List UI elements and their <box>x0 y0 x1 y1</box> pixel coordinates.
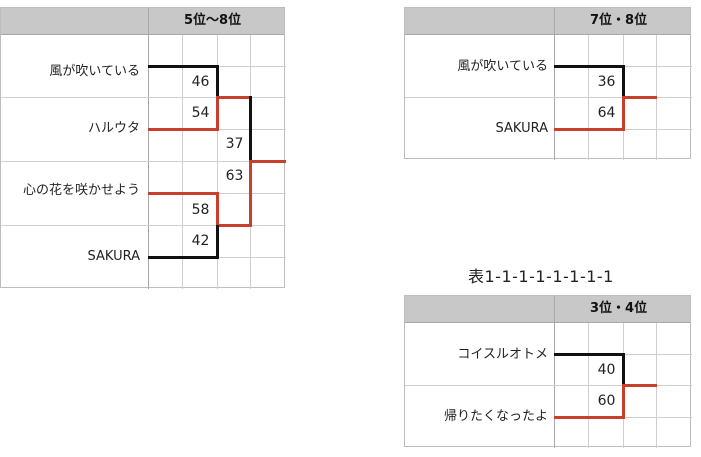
bracket-line-loser <box>622 353 625 386</box>
bracket-5-8: 5位〜8位 風が吹いている ハルウタ 心の花を咲かせよう SAKURA 46 5… <box>0 7 286 289</box>
bracket-title: 5位〜8位 <box>184 13 242 28</box>
score: 63 <box>225 168 244 184</box>
grid-row <box>1 97 286 98</box>
score: 42 <box>191 233 210 249</box>
grid-row <box>405 97 692 98</box>
team-name: SAKURA <box>87 249 140 264</box>
bracket-line-winner <box>554 416 625 419</box>
team-name: コイスルオトメ <box>457 347 548 362</box>
bracket-title: 7位・8位 <box>590 13 648 28</box>
team-name: 風が吹いている <box>457 59 548 74</box>
bracket-line-winner <box>216 96 219 131</box>
bracket-line-winner <box>554 128 625 131</box>
bracket-line-winner <box>216 224 251 227</box>
team-name: 風が吹いている <box>49 64 140 79</box>
bracket-line-winner <box>622 96 657 99</box>
team-name: 帰りたくなったよ <box>443 409 548 424</box>
grid-col <box>182 35 183 289</box>
bracket-line-winner <box>249 160 286 163</box>
team-name: 心の花を咲かせよう <box>22 183 140 198</box>
bracket-line-loser <box>554 353 625 356</box>
bracket-line-loser <box>249 96 252 162</box>
bracket-line-loser <box>148 256 219 259</box>
bracket-line-winner <box>148 192 219 195</box>
score: 54 <box>191 105 210 121</box>
score: 36 <box>597 74 616 90</box>
score: 37 <box>225 136 244 152</box>
grid-col <box>554 8 555 160</box>
score: 58 <box>191 202 210 218</box>
grid-row <box>1 225 286 226</box>
bracket-line-winner <box>622 96 625 131</box>
bracket-line-winner <box>622 384 657 387</box>
bracket-line-loser <box>216 65 219 98</box>
bracket-line-winner <box>622 384 625 419</box>
bracket-header <box>1 8 284 35</box>
grid-row <box>405 385 692 386</box>
bracket-line-loser <box>622 65 625 98</box>
bracket-title: 3位・4位 <box>590 301 648 316</box>
bracket-header <box>405 296 690 323</box>
bracket-line-winner <box>216 192 219 227</box>
score: 40 <box>597 362 616 378</box>
bracket-line-loser <box>554 65 625 68</box>
grid-col <box>554 296 555 448</box>
score: 60 <box>597 393 616 409</box>
bracket-line-loser <box>216 225 219 259</box>
grid-row <box>1 161 286 162</box>
bracket-line-winner <box>216 96 251 99</box>
table-caption: 表1-1-1-1-1-1-1-1 <box>468 267 614 286</box>
score: 64 <box>597 105 616 121</box>
grid-col <box>148 8 149 289</box>
grid-col <box>217 35 218 289</box>
score: 46 <box>191 74 210 90</box>
bracket-line-loser <box>148 65 219 68</box>
bracket-header <box>405 8 690 35</box>
bracket-line-winner <box>148 128 219 131</box>
bracket-line-winner <box>249 160 252 227</box>
bracket-3-4: 3位・4位 コイスルオトメ 帰りたくなったよ 40 60 <box>404 295 692 448</box>
team-name: SAKURA <box>495 121 548 136</box>
bracket-7-8: 7位・8位 風が吹いている SAKURA 36 64 <box>404 7 692 160</box>
team-name: ハルウタ <box>87 121 140 136</box>
